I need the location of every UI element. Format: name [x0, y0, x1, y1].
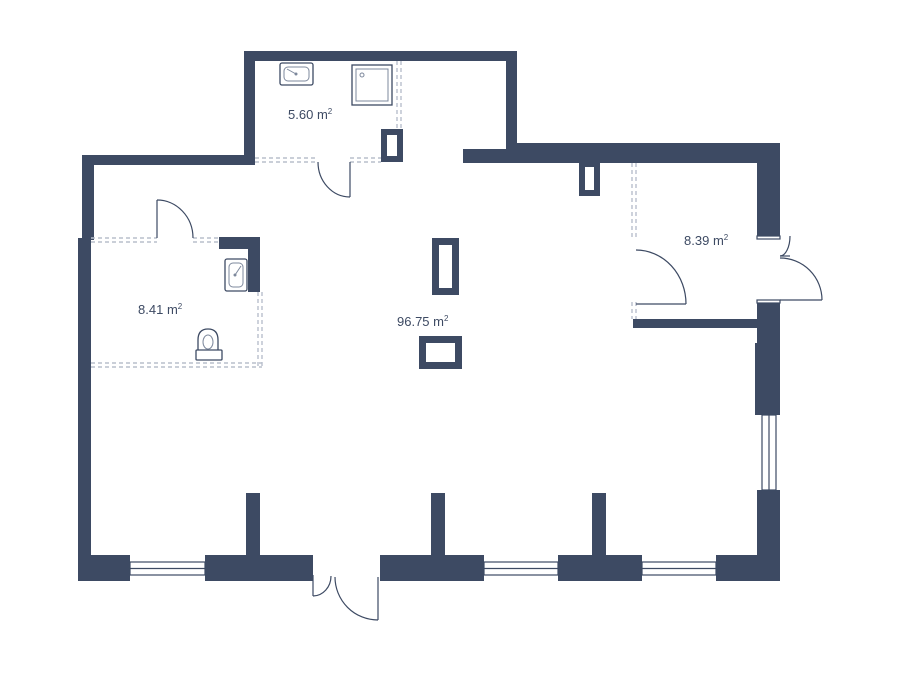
- area-label-storage: 8.39 m2: [684, 233, 729, 248]
- sink-wc-icon: [224, 258, 248, 292]
- windows: [129, 414, 777, 576]
- wall-bath-right: [506, 51, 517, 163]
- wall-top-right: [506, 143, 780, 163]
- window-bottom-3: [641, 561, 717, 576]
- pier-bottom-1: [246, 493, 260, 557]
- wall-bottom-3: [380, 555, 484, 581]
- wall-bottom-1: [78, 555, 130, 581]
- toilet-icon: [195, 328, 223, 361]
- wall-storage-bottom: [633, 319, 780, 328]
- door-wc: [156, 199, 194, 239]
- column-top-right-inner: [585, 167, 594, 190]
- wall-bottom-2: [205, 555, 313, 581]
- partitions: [91, 61, 637, 368]
- pier-bottom-3: [592, 493, 606, 557]
- sink-bathroom-icon: [279, 62, 314, 86]
- wall-bottom-5: [716, 555, 780, 581]
- pier-bottom-2: [431, 493, 445, 557]
- wall-bottom-4: [558, 555, 642, 581]
- area-labels: 5.60 m2 8.41 m2 96.75 m2 8.39 m2: [138, 107, 729, 329]
- door-bathroom: [317, 161, 351, 198]
- fixtures: [195, 62, 393, 361]
- wall-right-upper: [757, 143, 780, 236]
- door-storage: [635, 249, 687, 305]
- column-center-tall-inner: [439, 245, 452, 288]
- wall-left: [78, 238, 91, 581]
- wall-top-mid: [463, 149, 517, 163]
- column-bath-inner: [387, 135, 397, 156]
- columns: [381, 129, 600, 369]
- wall-left-upper: [82, 155, 94, 240]
- wall-right-pier: [755, 343, 780, 415]
- window-bottom-1: [129, 561, 206, 576]
- shower-tray-icon: [351, 64, 393, 106]
- door-right-exterior: [756, 235, 823, 304]
- wall-bath-left: [244, 51, 255, 161]
- area-label-bathroom: 5.60 m2: [288, 107, 333, 122]
- window-bottom-2: [483, 561, 559, 576]
- interior-walls: [219, 237, 780, 557]
- door-main-entrance: [312, 575, 379, 621]
- wall-wc-stub-vert: [248, 237, 260, 292]
- area-label-wc: 8.41 m2: [138, 302, 183, 317]
- area-label-main-hall: 96.75 m2: [397, 314, 449, 329]
- column-center-square-inner: [426, 343, 455, 362]
- wall-top-left: [82, 155, 255, 165]
- window-right: [761, 414, 777, 491]
- doors: [156, 161, 823, 621]
- exterior-walls: [78, 51, 780, 581]
- wall-bath-top: [244, 51, 517, 61]
